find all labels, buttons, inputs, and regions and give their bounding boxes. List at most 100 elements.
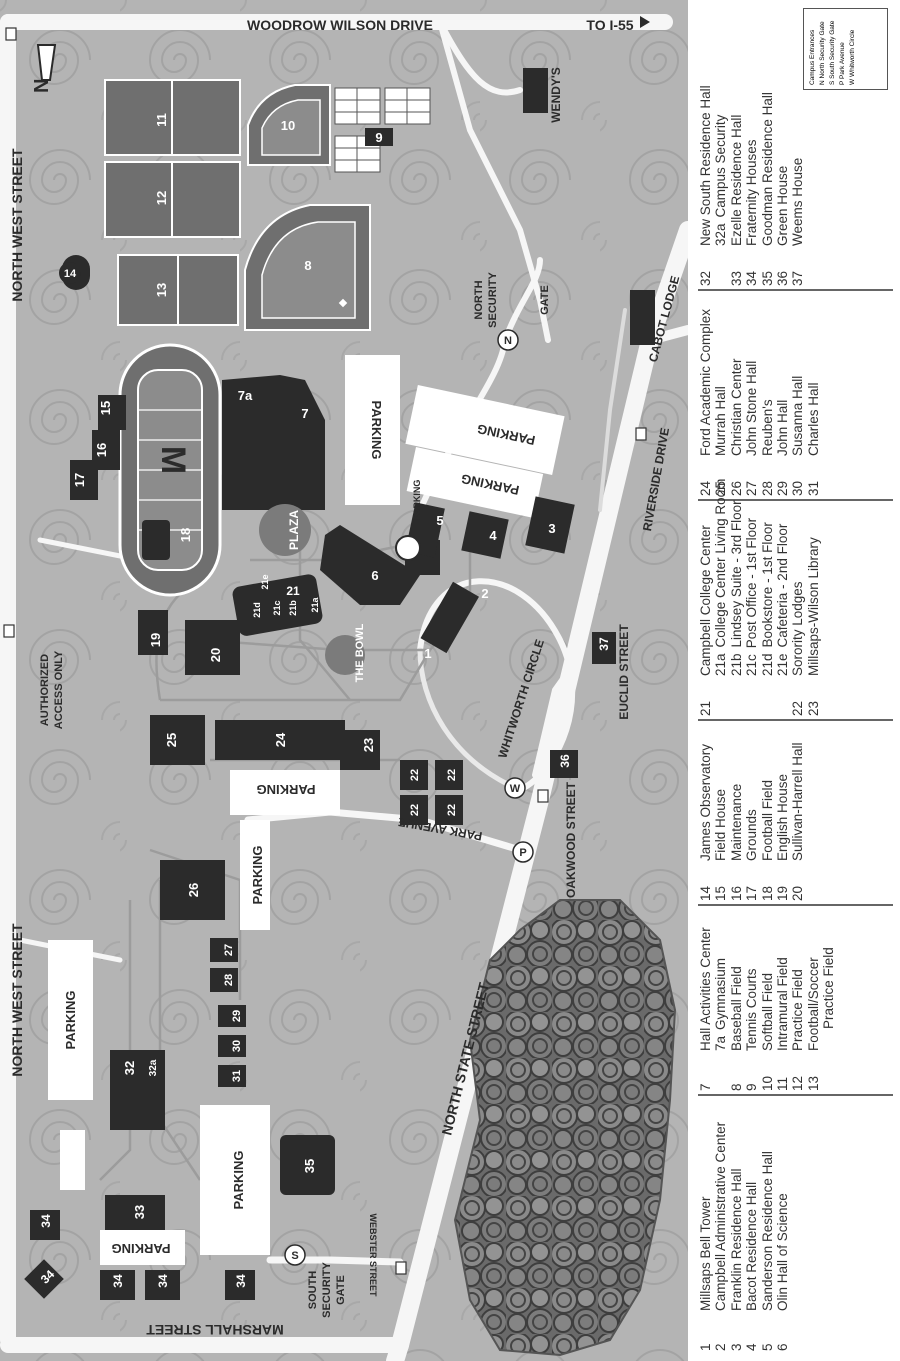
gate-posts — [3, 27, 647, 1275]
label-b15: 15 — [98, 401, 113, 415]
roundabout — [395, 535, 421, 561]
legend-subnumber: 7a — [713, 1035, 729, 1051]
legend-number: 1 — [698, 1343, 713, 1351]
label-b21c: 21c — [272, 600, 282, 615]
legend-number: 14 — [698, 885, 713, 901]
legend-number: 2 — [713, 1343, 729, 1351]
label-b4: 4 — [489, 528, 497, 543]
legend-label: Christian Center — [728, 358, 744, 456]
gate-markers[interactable] — [284, 329, 534, 1266]
key-item-1: N North Security Gate — [819, 21, 826, 85]
key-item-4: W Whitworth Circle — [849, 29, 856, 85]
south-gate-letter: S — [291, 1250, 298, 1262]
buildings[interactable] — [24, 68, 655, 1300]
legend-label: Football Field — [759, 779, 775, 861]
label-b21e: 21e — [260, 574, 270, 589]
observatory-marker[interactable] — [59, 262, 81, 284]
legend-label: New South Residence Hall — [698, 85, 713, 246]
legend-number — [729, 676, 744, 716]
label-b5: 5 — [436, 513, 443, 528]
label-b33: 33 — [132, 1205, 147, 1219]
legend-number — [713, 246, 728, 286]
legend-label: James Observatory — [698, 743, 713, 861]
legend-number: 12 — [790, 1075, 806, 1091]
legend-number: 13 — [805, 1075, 821, 1091]
label-b22d: 22 — [446, 804, 458, 816]
legend-label: Cafeteria - 2nd Floor — [775, 523, 791, 648]
label-b30: 30 — [231, 1040, 243, 1052]
legend-number: 10 — [759, 1075, 775, 1091]
label-b24: 24 — [273, 732, 288, 747]
legend-label: Campbell Administrative Center — [713, 1121, 729, 1311]
legend-dividers — [698, 289, 893, 1096]
legend-number: 36 — [775, 270, 791, 286]
label-b22b: 22 — [446, 769, 458, 781]
legend-label: Campbell College Center — [698, 525, 713, 676]
legend-number — [775, 676, 790, 716]
trees-area — [453, 899, 677, 1357]
label-b3: 3 — [548, 521, 555, 536]
plaza-circle[interactable] — [259, 504, 311, 556]
svg-text:M: M — [154, 446, 192, 474]
label-b18: 18 — [178, 528, 193, 542]
compass-letter: N — [31, 79, 53, 93]
legend-number: 37 — [790, 270, 806, 286]
legend-number: 27 — [744, 480, 760, 496]
label-b12: 12 — [154, 191, 169, 205]
legend-label: Sullivan-Harrell Hall — [790, 742, 806, 861]
legend-label: Olin Hall of Science — [775, 1193, 791, 1311]
legend-number: 28 — [759, 480, 775, 496]
legend-subnumber: 21d — [759, 653, 775, 676]
legend-subnumber: 21b — [728, 653, 744, 676]
bowl-circle[interactable] — [325, 635, 365, 675]
legend-label: Goodman Residence Hall — [759, 92, 775, 246]
euclid-street-label: EUCLID STREET — [617, 624, 631, 720]
legend-label: Lindsey Suite - 3rd Floor — [728, 500, 744, 648]
legend-number — [821, 1051, 836, 1091]
legend-number: 7 — [698, 1083, 713, 1091]
label-b10: 10 — [281, 118, 295, 133]
north-west-street-bottom-label: NORTH WEST STREET — [9, 923, 25, 1077]
park-gate-letter: P — [519, 847, 526, 859]
legend-number: 26 — [728, 480, 744, 496]
parking-label-5: PARKING — [250, 846, 265, 905]
legend-label: Sanderson Residence Hall — [759, 1151, 775, 1311]
legend-label: Ezelle Residence Hall — [728, 114, 744, 246]
label-b32: 32 — [122, 1061, 137, 1075]
campus-entrances-key: Campus Entrances N North Security Gate S… — [803, 8, 888, 90]
authorized-label: AUTHORIZED — [39, 654, 51, 726]
legend-number: 30 — [790, 480, 806, 496]
label-b1: 1 — [424, 646, 431, 661]
legend-number: 22 — [790, 700, 806, 716]
access-only-label: ACCESS ONLY — [53, 650, 65, 729]
label-b19: 19 — [148, 633, 163, 647]
legend-label: Campus Security — [713, 114, 729, 218]
whitworth-gate-marker — [504, 777, 526, 799]
parking-lots[interactable] — [48, 355, 565, 1265]
legend-number: 31 — [805, 480, 821, 496]
woodrow-wilson-label: WOODROW WILSON DRIVE — [247, 17, 433, 33]
legend-number: 20 — [790, 885, 806, 901]
label-b20: 20 — [208, 648, 223, 662]
legend-number — [713, 1051, 728, 1091]
wendys-label: WENDY'S — [549, 67, 563, 123]
marshall-street-label: MARSHALL STREET — [146, 1322, 284, 1338]
